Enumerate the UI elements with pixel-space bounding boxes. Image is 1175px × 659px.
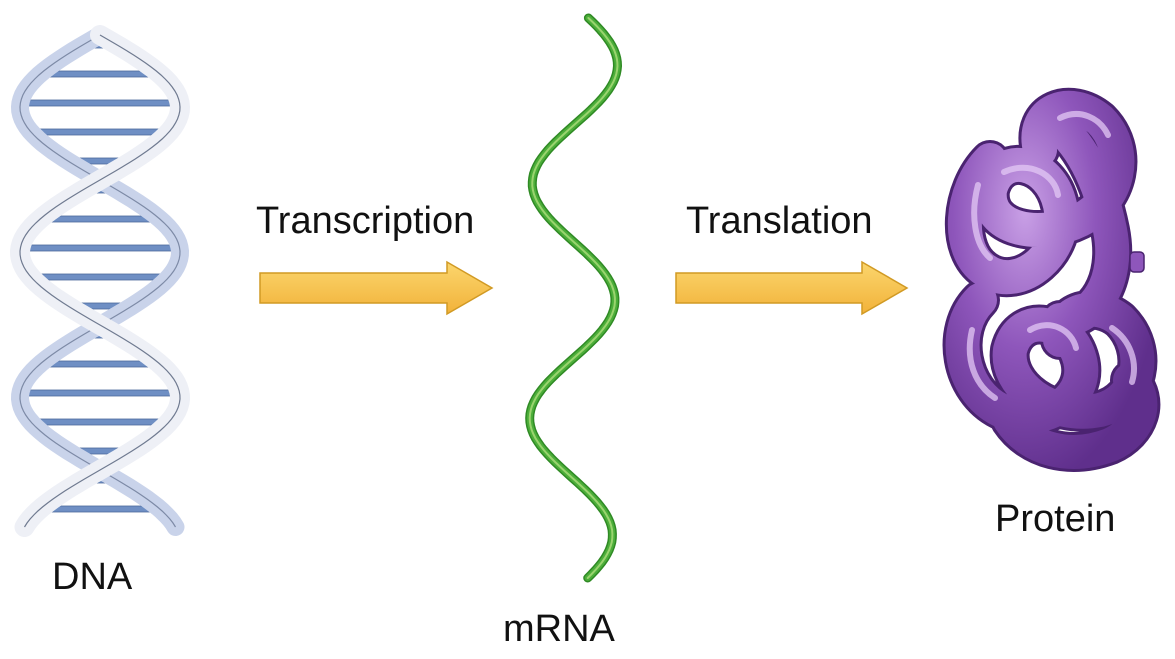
- dna-double-helix-icon: [9, 25, 191, 537]
- dna-base-pair: [30, 128, 170, 136]
- right-arrow-icon: [259, 260, 494, 316]
- protein-label: Protein: [995, 498, 1116, 540]
- dna-base-pair: [19, 99, 180, 107]
- mrna-label: mRNA: [503, 608, 615, 650]
- transcription-label: Transcription: [256, 200, 475, 242]
- protein-stub: [1129, 251, 1145, 273]
- translation-label: Translation: [686, 200, 873, 242]
- dna-base-pair: [30, 418, 170, 426]
- mrna-ribbon-highlight: [528, 17, 619, 579]
- mrna-strand-icon: [525, 13, 623, 583]
- right-arrow-icon: [675, 260, 909, 316]
- dna-backbone-strand-front-outline: [19, 34, 181, 528]
- translation-arrow: [675, 260, 909, 316]
- dna-label: DNA: [52, 556, 133, 598]
- protein-highlight: [966, 111, 1137, 401]
- dna-base-pair: [19, 244, 180, 252]
- mrna-ribbon-dark: [525, 13, 623, 583]
- transcription-arrow: [259, 260, 494, 316]
- dna-base-pair: [19, 389, 180, 397]
- dna-base-pair: [30, 273, 170, 281]
- dna-backbone-strand-back-outline: [19, 34, 181, 528]
- protein-loop: [945, 90, 1158, 469]
- folded-protein-icon: [942, 87, 1161, 472]
